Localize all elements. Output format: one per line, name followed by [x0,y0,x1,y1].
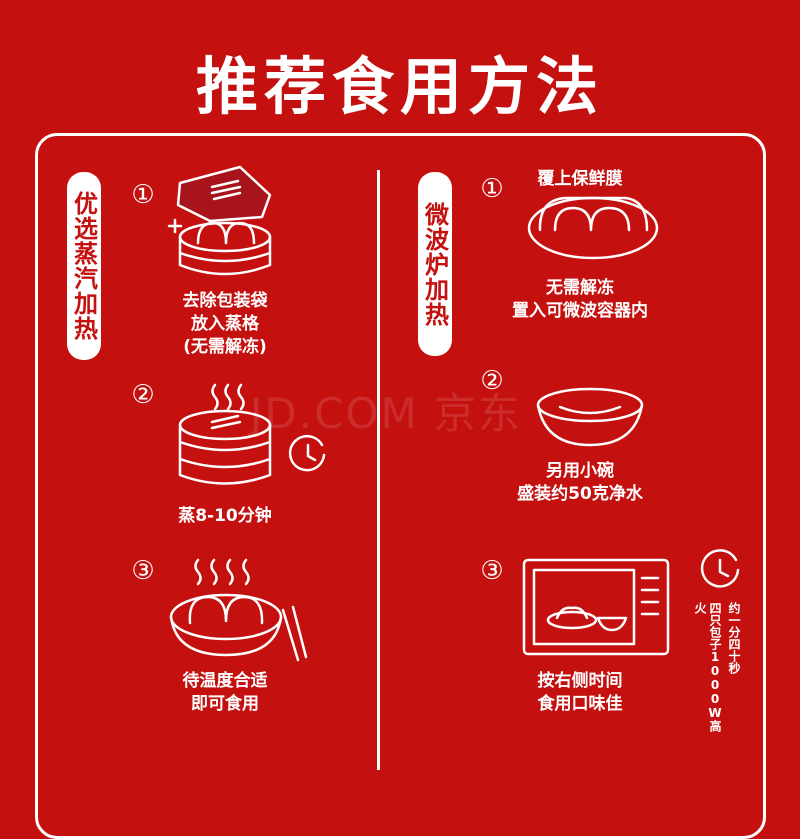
steamer-stack-icon [178,383,272,485]
caption-line: 蒸8-10分钟 [178,506,272,526]
power-note: 四只包子1000W高火 [693,602,722,732]
column-divider [377,170,380,770]
bowl-with-buns-icon [169,558,308,662]
steam-method-label: 优选蒸汽加热 [67,172,101,360]
microwave-method-label: 微波炉加热 [418,172,452,356]
caption-line: 去除包装袋 [182,291,268,311]
step-number: ③ [131,556,155,586]
covered-plate-icon [527,196,659,260]
caption-line: 按右侧时间 [537,671,623,691]
caption-line: (无需解冻) [183,337,267,357]
caption-top: 覆上保鲜膜 [537,169,623,189]
step-number: ② [480,366,504,396]
caption-line: 另用小碗 [546,461,614,481]
steamer-open-icon [167,165,272,276]
caption-line: 置入可微波容器内 [512,301,648,321]
step-number: ② [131,380,155,410]
caption-line: 食用口味佳 [537,694,623,714]
caption-line: 待温度合适 [182,671,268,691]
clock-icon [700,549,740,588]
caption-line: 即可食用 [191,694,259,714]
caption-line: 盛装约50克净水 [517,484,643,504]
microwave-oven-icon [522,558,670,656]
step-number: ③ [480,556,504,586]
caption-line: 放入蒸格 [191,314,259,334]
watermark: JD.COM 京东 [250,389,523,438]
time-note: 约一分四十秒 [727,602,741,674]
clock-icon [288,435,326,472]
step-number: ① [131,180,155,210]
step-number: ① [480,174,504,204]
small-bowl-icon [536,387,644,447]
page-title: 推荐食用方法 [195,50,604,123]
caption-line: 无需解冻 [546,278,614,298]
